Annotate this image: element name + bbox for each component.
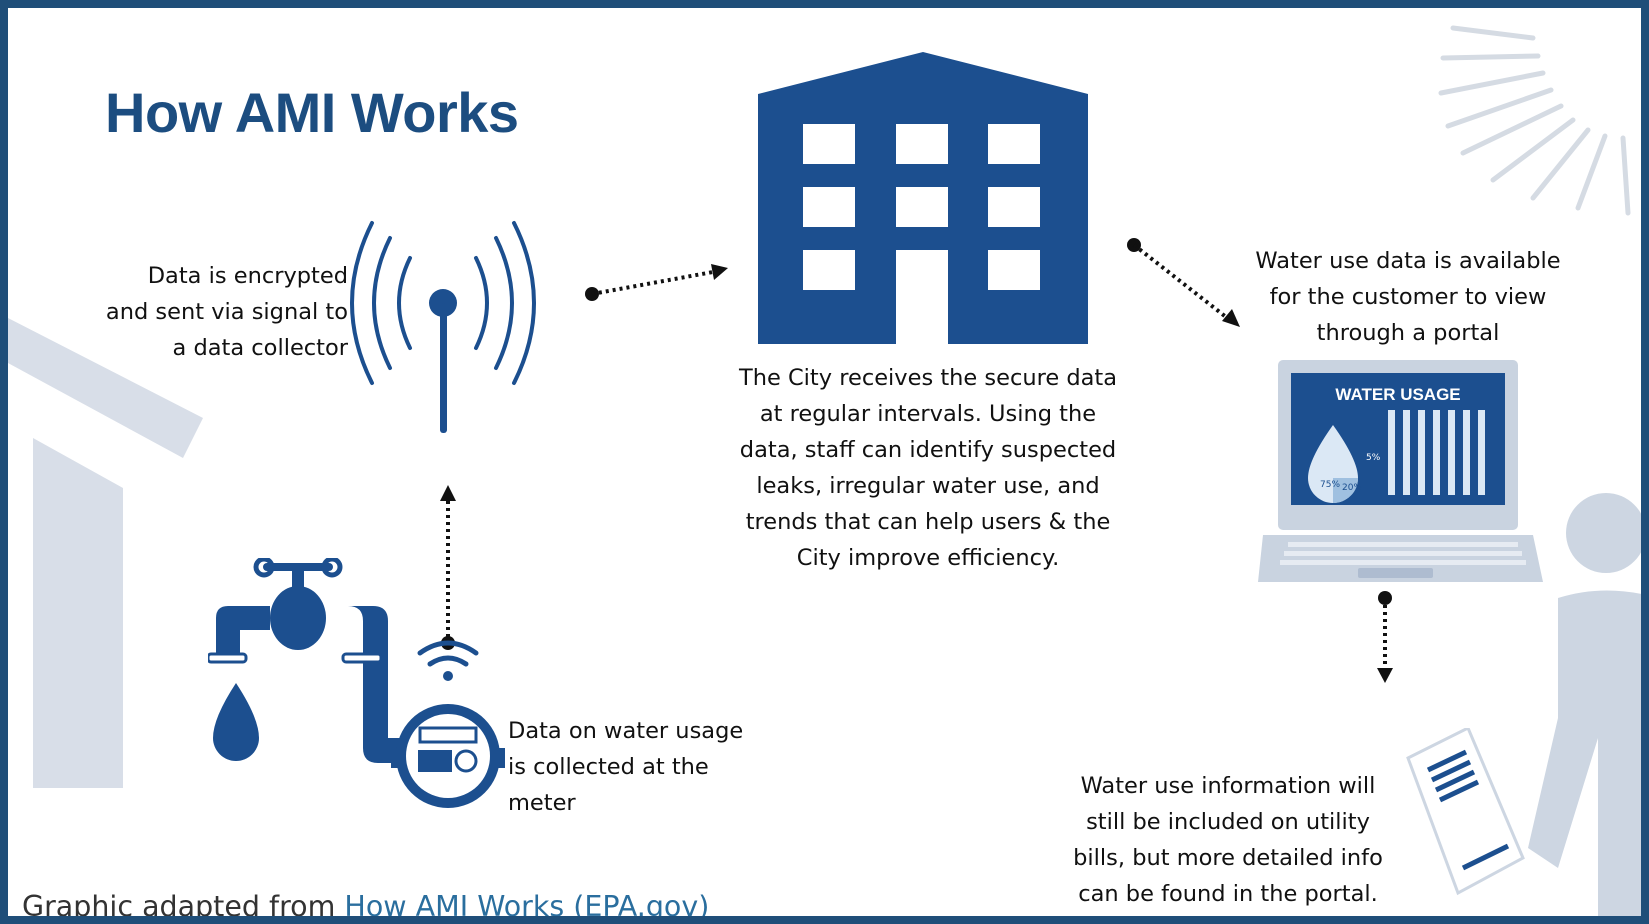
page-title: How AMI Works: [105, 81, 519, 144]
caption-line: can be found in the portal.: [1078, 881, 1378, 907]
caption-line: The City receives the secure data: [738, 365, 1118, 391]
caption-line: Water use data is available: [1255, 248, 1561, 274]
antenna-icon: [350, 221, 536, 433]
laptop-percent-a: 75%: [1320, 480, 1340, 490]
source-credit: Graphic adapted from How AMI Works (EPA.…: [22, 890, 710, 923]
person-silhouette: [1528, 493, 1641, 916]
caption-line: a data collector: [172, 335, 348, 361]
city-caption: The City receives the secure data at reg…: [698, 360, 1158, 576]
arrow-antenna-to-city: [585, 264, 728, 301]
caption-line: meter: [508, 790, 576, 816]
arrow-city-to-portal: [1127, 238, 1240, 327]
caption-line: still be included on utility: [1086, 809, 1370, 835]
caption-line: and sent via signal to: [105, 299, 348, 325]
house-wall: [33, 438, 123, 788]
caption-line: is collected at the: [508, 754, 709, 780]
caption-line: trends that can help users & the: [745, 509, 1111, 535]
caption-line: data, staff can identify suspected: [739, 437, 1117, 463]
laptop-screen-heading: WATER USAGE: [1335, 385, 1460, 404]
caption-line: leaks, irregular water use, and: [756, 473, 1100, 499]
bills-caption: Water use information will still be incl…: [1048, 768, 1408, 912]
caption-line: Data on water usage: [508, 718, 744, 744]
utility-bill-icon: [1406, 728, 1525, 896]
laptop-percent-b: 20%: [1342, 483, 1362, 493]
signal-caption: Data is encrypted and sent via signal to…: [48, 258, 348, 366]
caption-line: for the customer to view: [1269, 284, 1547, 310]
city-building-icon: [758, 52, 1088, 344]
epa-source-link[interactable]: How AMI Works (EPA.gov): [344, 890, 710, 923]
laptop-percent-c: 5%: [1366, 453, 1381, 463]
caption-line: Data is encrypted: [147, 263, 348, 289]
caption-line: at regular intervals. Using the: [759, 401, 1097, 427]
arrow-portal-to-bills: [1377, 591, 1393, 683]
credit-prefix: Graphic adapted from: [22, 890, 345, 923]
caption-line: Water use information will: [1080, 773, 1376, 799]
house-background: [8, 318, 203, 788]
sun-rays-background: [1438, 25, 1631, 216]
caption-line: City improve efficiency.: [796, 545, 1060, 571]
meter-caption: Data on water usage is collected at the …: [508, 713, 808, 821]
portal-caption: Water use data is available for the cust…: [1218, 243, 1598, 351]
laptop-portal-icon: WATER USAGE 75% 20% 5%: [1258, 360, 1543, 582]
house-roof: [8, 318, 203, 458]
caption-line: through a portal: [1316, 320, 1500, 346]
caption-line: bills, but more detailed info: [1073, 845, 1383, 871]
faucet-meter-icon: [208, 558, 505, 808]
